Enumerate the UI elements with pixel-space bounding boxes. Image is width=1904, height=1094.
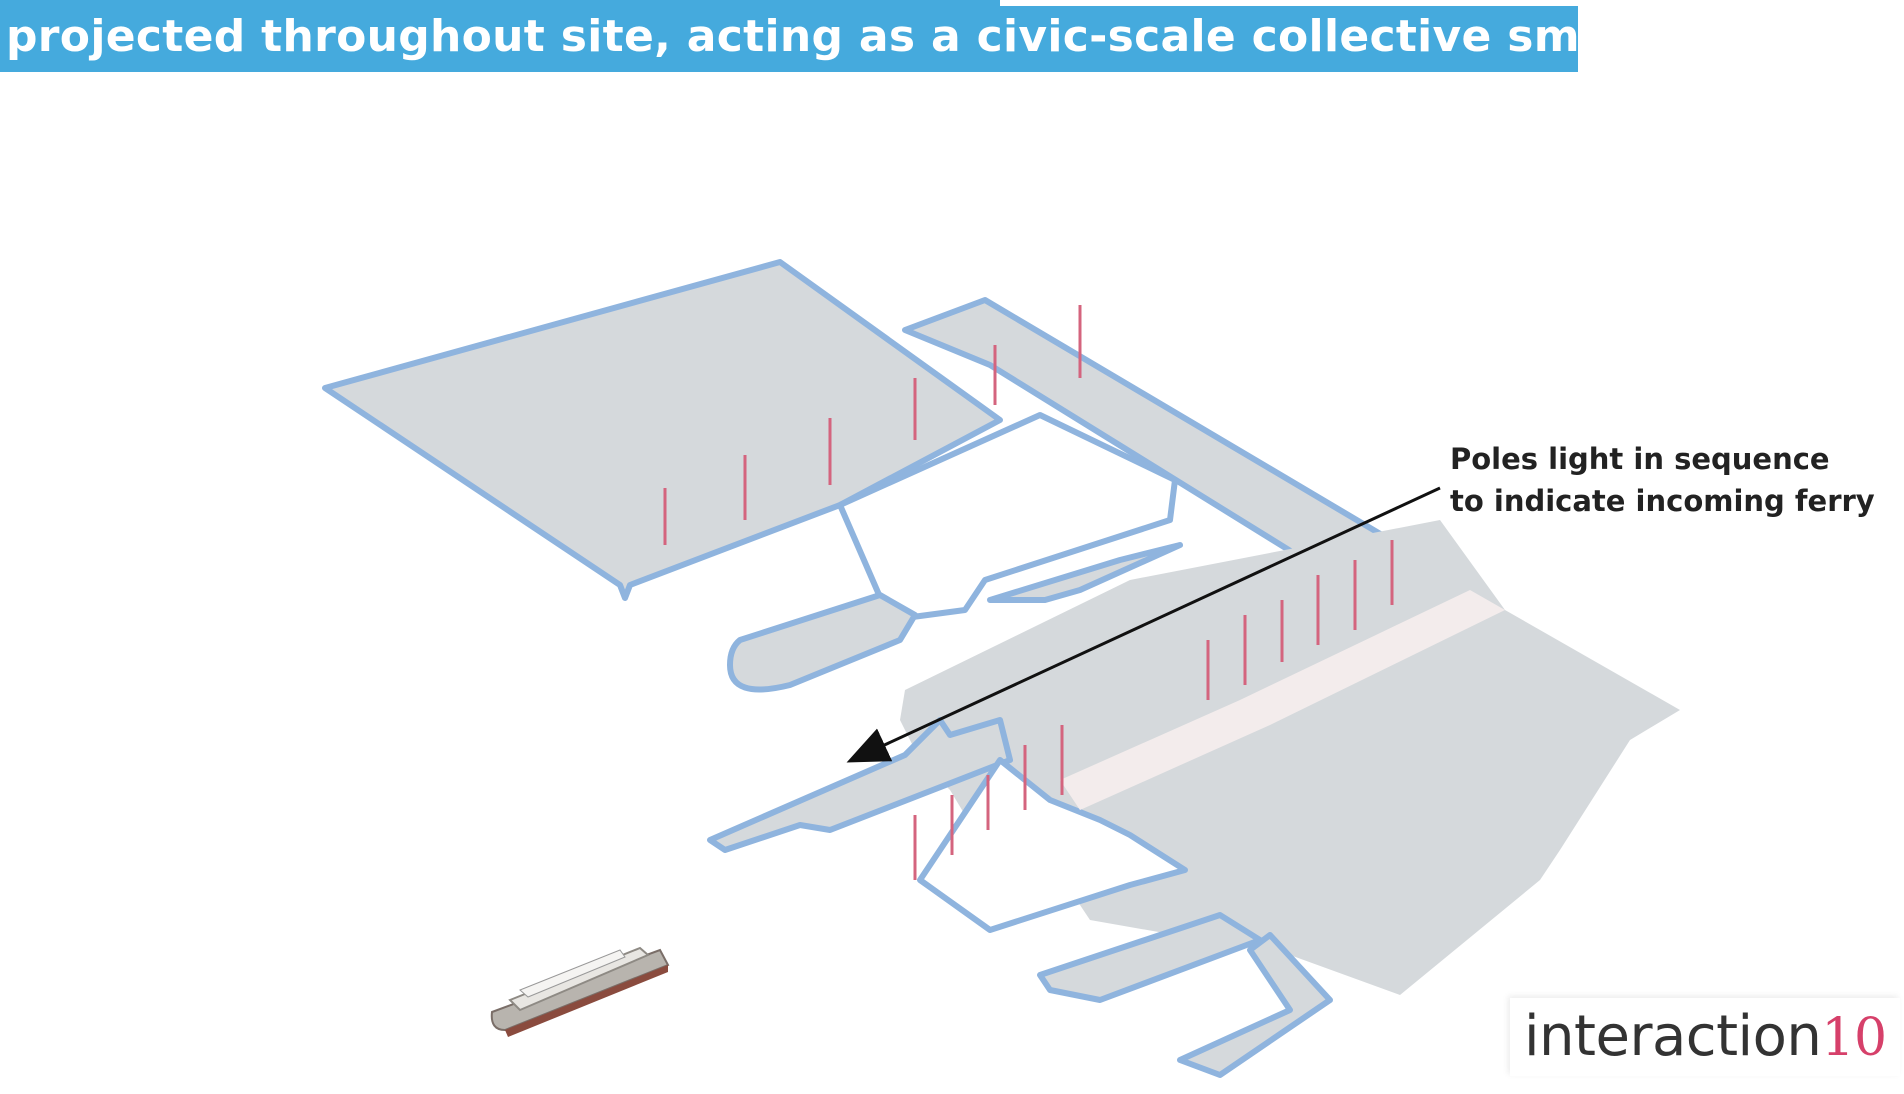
south-pier-2 [1177, 932, 1333, 1078]
annotation-line-2: to indicate incoming ferry [1450, 484, 1875, 518]
west-finger-pier [707, 717, 1013, 853]
caption-banner: projected throughout site, acting as a c… [0, 0, 1818, 72]
south-pier-1 [1037, 912, 1263, 1003]
caption-banner-notch [1000, 0, 1578, 6]
logo-number: 10 [1821, 1008, 1887, 1068]
rounded-pier [727, 592, 918, 693]
waterfront-promenade [1060, 590, 1505, 810]
annotation-line-1: Poles light in sequence [1450, 442, 1830, 476]
ferry-icon [490, 946, 670, 1037]
logo-text: interaction10 [1524, 998, 1887, 1077]
interaction10-logo: interaction10 [1510, 998, 1900, 1076]
central-slip [987, 542, 1183, 603]
light-poles [663, 305, 1394, 880]
arrow-icon [846, 486, 1441, 763]
logo-word: interaction [1524, 1004, 1822, 1069]
ferry-terminal-bay [917, 757, 1188, 933]
northwest-quay [322, 259, 1003, 601]
annotation-label: Poles light in sequence to indicate inco… [1450, 438, 1875, 522]
caption-text: projected throughout site, acting as a c… [6, 11, 1819, 62]
